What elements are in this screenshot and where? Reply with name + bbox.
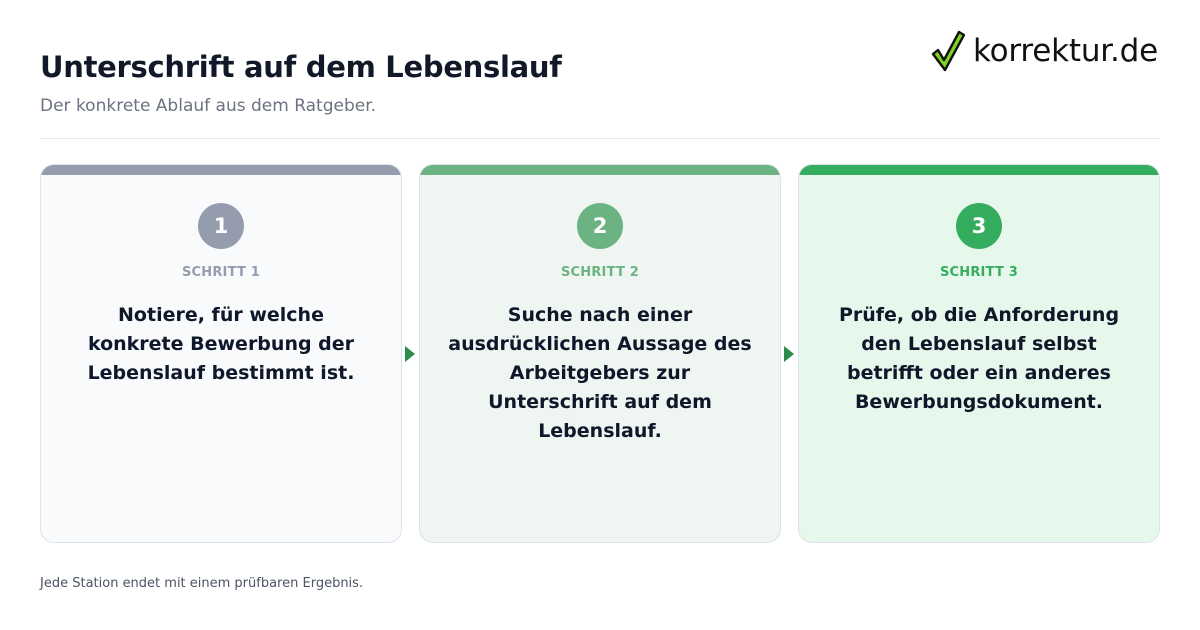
checkmark-icon [931,30,965,72]
step-card-2: 2 SCHRITT 2 Suche nach einer ausdrücklic… [419,164,781,543]
step-card-1: 1 SCHRITT 1 Notiere, für welche konkrete… [40,164,402,543]
header-divider [40,138,1160,139]
step-number-badge: 2 [577,203,623,249]
step-description: Prüfe, ob die Anforderung den Lebenslauf… [838,304,1120,413]
page-subtitle: Der konkrete Ablauf aus dem Ratgeber. [40,96,377,116]
page-title: Unterschrift auf dem Lebenslauf [40,50,562,84]
step-number-badge: 1 [198,203,244,249]
step-label: SCHRITT 3 [939,265,1019,280]
arrow-right-icon [784,346,794,362]
brand-name: korrektur.de [972,33,1158,69]
step-card-3: 3 SCHRITT 3 Prüfe, ob die Anforderung de… [798,164,1160,543]
step-description: Suche nach einer ausdrücklichen Aussage … [448,304,752,442]
brand-logo[interactable]: korrektur.de [931,30,1158,72]
step-label: SCHRITT 2 [560,265,640,280]
step-card-accent-bar [41,165,401,175]
step-label: SCHRITT 1 [181,265,261,280]
step-card-accent-bar [799,165,1159,175]
steps-row: 1 SCHRITT 1 Notiere, für welche konkrete… [40,164,1160,543]
step-card-accent-bar [420,165,780,175]
footer-note: Jede Station endet mit einem prüfbaren E… [40,576,364,591]
step-number-badge: 3 [956,203,1002,249]
arrow-right-icon [405,346,415,362]
step-description: Notiere, für welche konkrete Bewerbung d… [87,304,355,384]
